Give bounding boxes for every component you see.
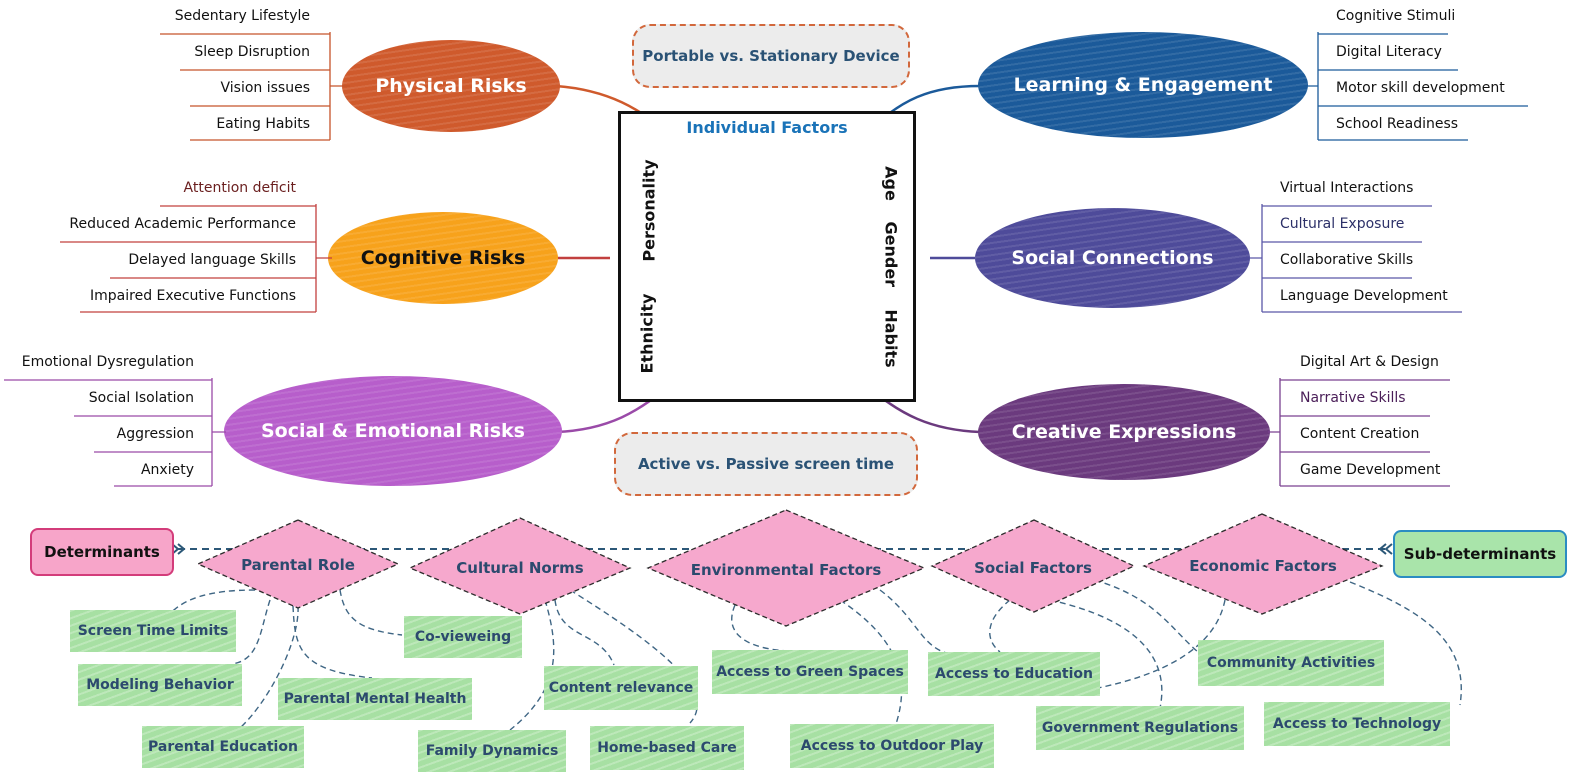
learning-engagement-blob[interactable]: Learning & Engagement (978, 32, 1308, 138)
cognitive-risks-list: Attention deficit Reduced Academic Perfo… (60, 176, 332, 316)
list-item: Content Creation (1300, 426, 1420, 442)
determinants-legend-label: Determinants (44, 543, 160, 561)
physical-risks-title: Physical Risks (375, 75, 527, 97)
list-item: Reduced Academic Performance (69, 216, 296, 232)
sub-determinant: Modeling Behavior (78, 664, 242, 706)
list-item: Anxiety (140, 462, 194, 478)
list-item: Cultural Exposure (1280, 216, 1405, 232)
list-item: Social Isolation (88, 390, 194, 406)
sub-determinant: Family Dynamics (418, 730, 566, 772)
learning-engagement-list: Cognitive Stimuli Digital Literacy Motor… (1306, 4, 1538, 144)
social-emotional-risks-title: Social & Emotional Risks (261, 420, 525, 442)
screen-time-label: Active vs. Passive screen time (637, 455, 895, 473)
list-item: Vision issues (220, 80, 311, 96)
social-emotional-risks-blob[interactable]: Social & Emotional Risks (224, 376, 562, 486)
creative-expressions-title: Creative Expressions (1011, 421, 1237, 443)
cognitive-risks-title: Cognitive Risks (360, 247, 526, 269)
list-item: Impaired Executive Functions (90, 288, 296, 304)
social-emotional-risks-list: Emotional Dysregulation Social Isolation… (4, 350, 226, 490)
physical-risks-list: Sedentary Lifestyle Sleep Disruption Vis… (150, 4, 350, 141)
subdeterminants-legend: Sub-determinants (1393, 530, 1567, 578)
learning-engagement-title: Learning & Engagement (1013, 74, 1273, 96)
list-item: Attention deficit (183, 180, 296, 196)
list-item: Collaborative Skills (1280, 252, 1414, 268)
cognitive-risks-blob[interactable]: Cognitive Risks (328, 212, 558, 304)
device-type-badge: Portable vs. Stationary Device (632, 24, 910, 88)
list-item: Language Development (1280, 288, 1448, 304)
sub-determinant: Screen Time Limits (70, 610, 236, 652)
sub-determinant: Access to Technology (1264, 702, 1450, 746)
sub-determinant: Co-vieweing (404, 616, 522, 658)
age-label: Age (881, 166, 901, 201)
list-item: Motor skill development (1336, 80, 1505, 96)
list-item: Narrative Skills (1300, 390, 1406, 406)
social-connections-list: Virtual Interactions Cultural Exposure C… (1250, 176, 1482, 316)
list-item: Game Development (1300, 462, 1441, 478)
physical-risks-blob[interactable]: Physical Risks (342, 40, 560, 132)
social-connections-blob[interactable]: Social Connections (975, 208, 1250, 308)
ethnicity-label: Ethnicity (637, 293, 657, 374)
individual-factors-box: Individual Factors Ethnicity Personality… (618, 111, 916, 402)
list-item: Eating Habits (216, 116, 310, 132)
sub-determinant: Parental Education (142, 726, 304, 768)
sub-determinant: Community Activities (1198, 640, 1384, 686)
individual-factors-title: Individual Factors (686, 118, 848, 137)
sub-determinant: Home-based Care (590, 726, 744, 770)
list-item: Digital Art & Design (1300, 354, 1439, 370)
sub-determinant: Parental Mental Health (278, 678, 472, 720)
list-item: School Readiness (1336, 116, 1459, 132)
list-item: Aggression (116, 426, 194, 442)
list-item: Delayed language Skills (128, 252, 296, 268)
sub-determinant: Content relevance (544, 666, 698, 710)
sub-determinant: Access to Outdoor Play (790, 724, 994, 768)
subdeterminants-legend-label: Sub-determinants (1403, 545, 1557, 563)
personality-label: Personality (639, 159, 659, 262)
sub-determinant: Access to Green Spaces (712, 650, 908, 694)
determinants-legend: Determinants (30, 528, 174, 576)
list-item: Sleep Disruption (194, 44, 310, 60)
creative-expressions-blob[interactable]: Creative Expressions (978, 384, 1270, 480)
social-connections-title: Social Connections (1011, 247, 1214, 269)
creative-expressions-list: Digital Art & Design Narrative Skills Co… (1268, 350, 1480, 490)
list-item: Virtual Interactions (1280, 180, 1414, 196)
list-item: Cognitive Stimuli (1336, 8, 1456, 24)
screen-time-badge: Active vs. Passive screen time (614, 432, 918, 496)
sub-determinant: Access to Education (928, 652, 1100, 696)
list-item: Sedentary Lifestyle (174, 8, 310, 24)
gender-label: Gender (881, 221, 901, 288)
list-item: Emotional Dysregulation (21, 354, 194, 370)
device-type-label: Portable vs. Stationary Device (642, 47, 900, 65)
list-item: Digital Literacy (1336, 44, 1442, 60)
habits-label: Habits (881, 309, 901, 368)
sub-determinant: Government Regulations (1036, 706, 1244, 750)
